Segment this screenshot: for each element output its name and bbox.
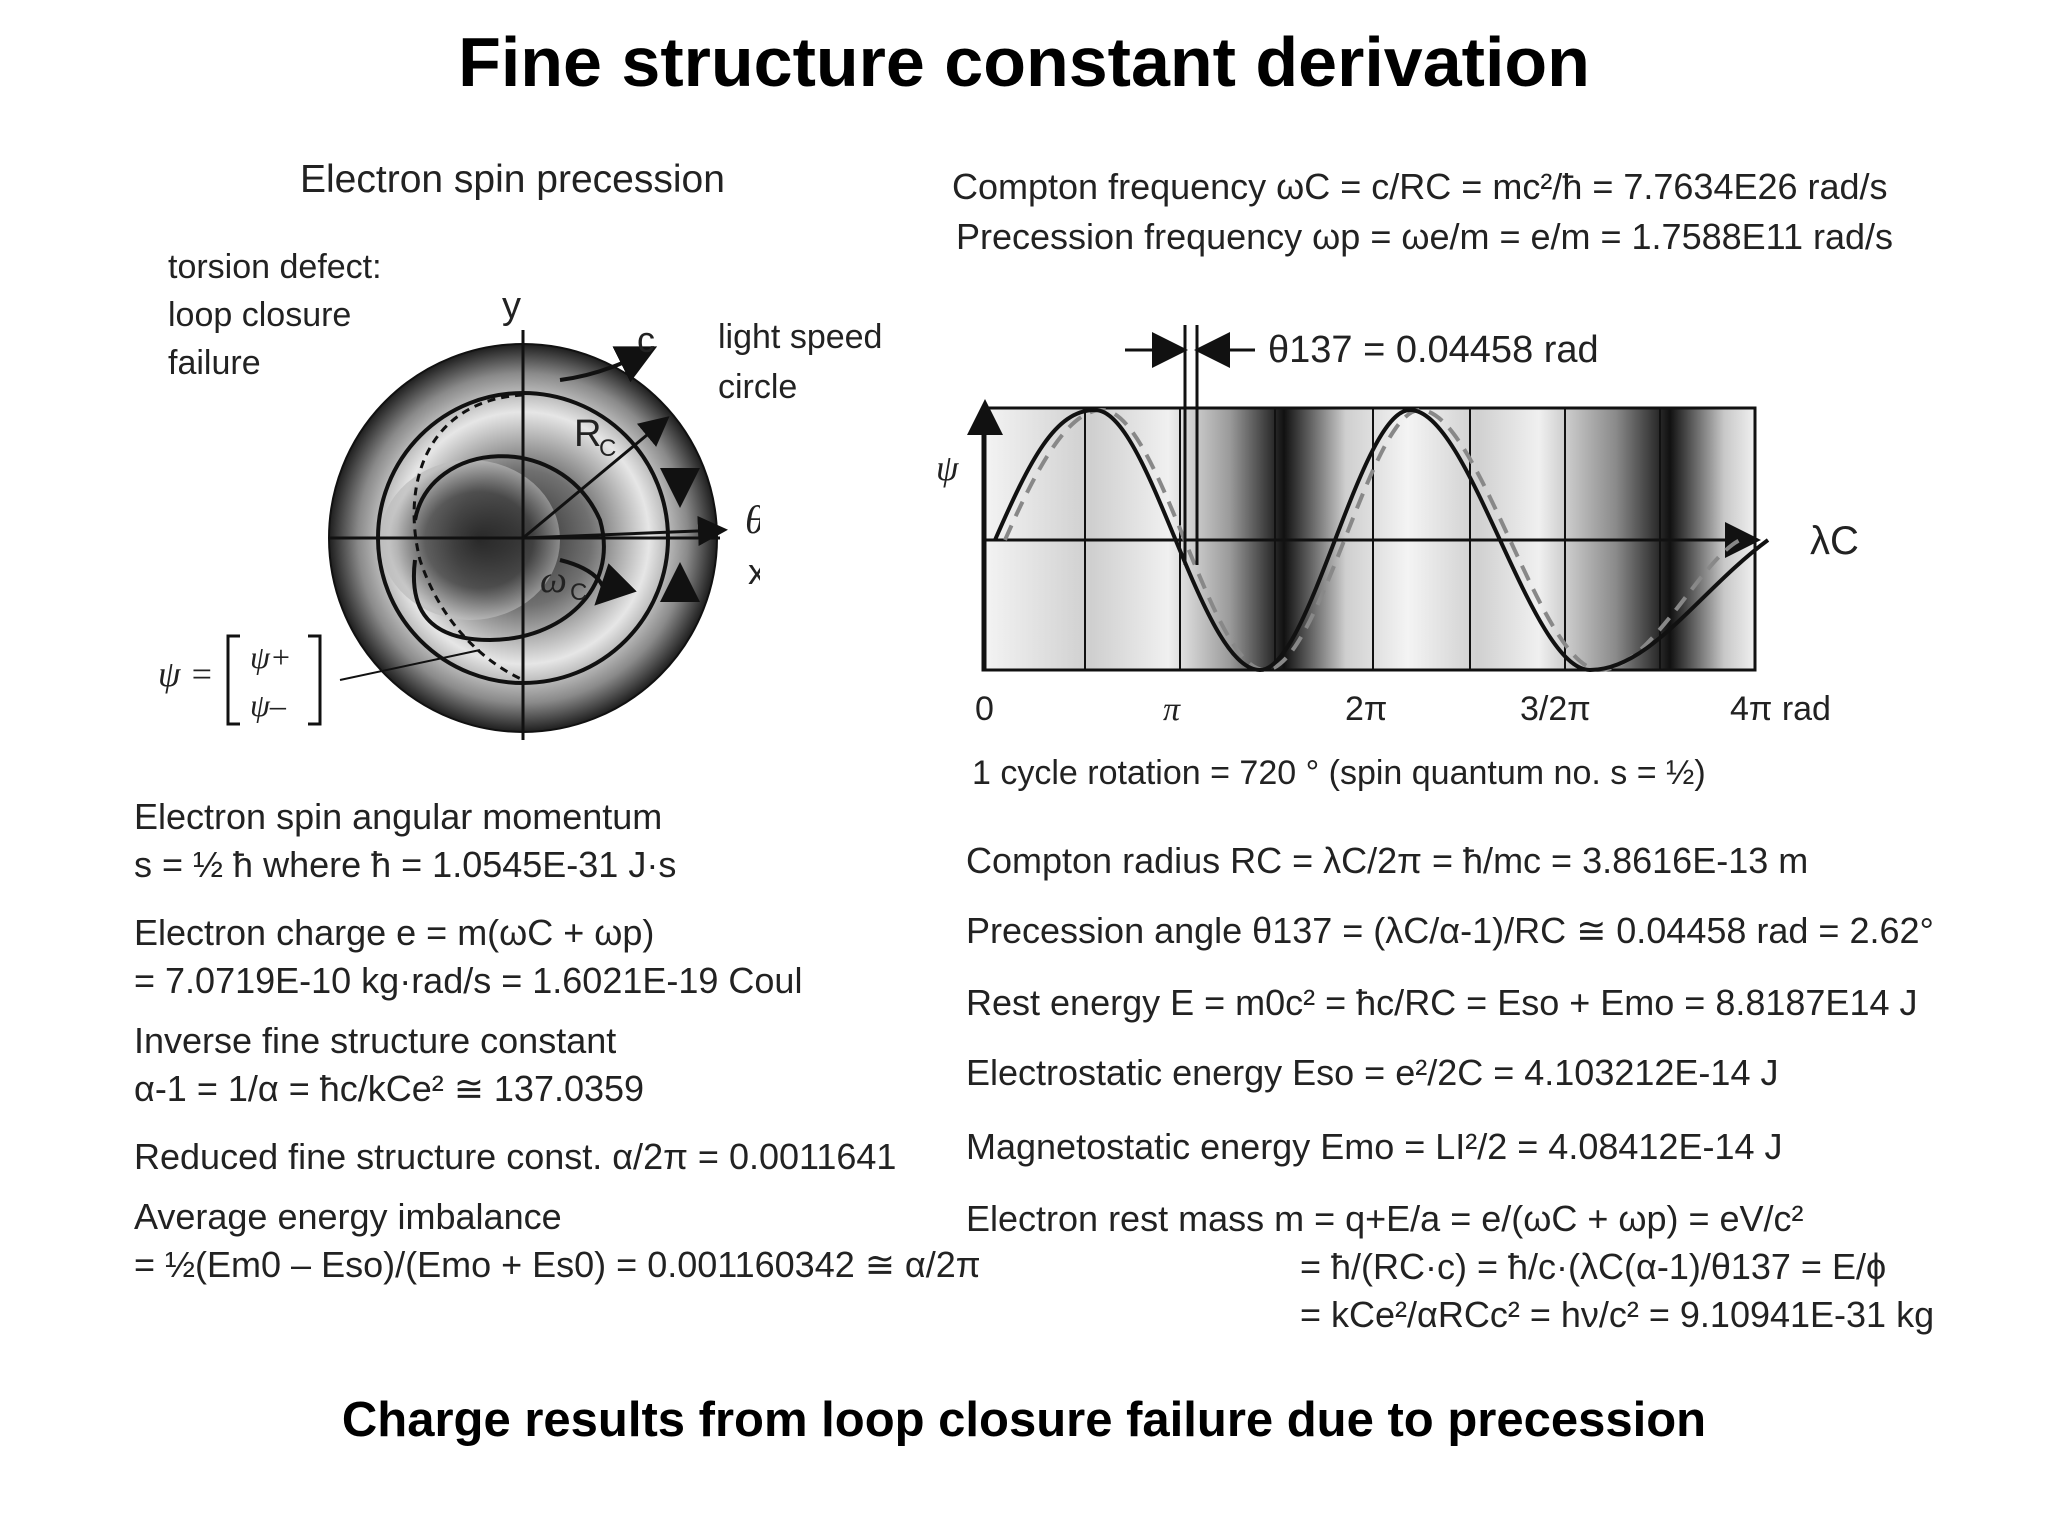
theta-ray (522, 515, 728, 546)
left-eq-5: Inverse fine structure constant (134, 1020, 617, 1061)
right-eq-8: = kCe²/αRCc² = hν/c² = 9.10941E-31 kg (1300, 1294, 1935, 1335)
theta-annotation: θ137 = 0.04458 rad (1268, 329, 1599, 371)
spin-precession-diagram: y c R C θ 137 x ω C ψ = ψ+ ψ– (158, 285, 760, 740)
rc-arrow (522, 416, 670, 540)
c-arrow (559, 346, 658, 383)
right-eq-6: Electron rest mass m = q+E/a = e/(ωC + ω… (966, 1198, 1804, 1239)
psi-pointer-line (339, 649, 481, 681)
page-title: Fine structure constant derivation (458, 23, 1590, 101)
c-label: c (637, 319, 655, 360)
right-eq-5: Magnetostatic energy Emo = LI²/2 = 4.084… (966, 1126, 1783, 1167)
right-eq-2: Precession angle θ137 = (λC/α-1)/RC ≅ 0.… (966, 910, 1934, 951)
inner-shadow (380, 460, 560, 620)
tick-pi: π (1163, 691, 1181, 728)
tick-0: 0 (975, 690, 994, 728)
wave-diagram: θ137 = 0.04458 rad ψ λC 0 π 2π 3/2π 4π r… (936, 325, 1859, 792)
torsion-label-2: loop closure (168, 296, 352, 334)
psi-axis-label: ψ (936, 448, 959, 488)
psi-bracket-left (226, 634, 240, 726)
x-axis-label: x (748, 551, 760, 592)
precessing-wave (993, 407, 1770, 673)
spin-precession-heading: Electron spin precession (300, 158, 725, 201)
right-eq-1: Compton radius RC = λC/2π = ħ/mc = 3.861… (966, 840, 1809, 881)
light-speed-circle (376, 391, 670, 685)
omega-label: ω (540, 559, 567, 601)
omega-sub: C (570, 579, 587, 606)
left-eq-2: s = ½ ħ where ħ = 1.0545E-31 J·s (134, 844, 677, 885)
tick-4pi: 4π rad (1730, 690, 1831, 728)
tick-2pi: 2π (1345, 690, 1387, 728)
right-eq-3: Rest energy E = m0c² = ħc/RC = Eso + Emo… (966, 982, 1918, 1023)
psi-minus: ψ– (250, 687, 287, 723)
y-axis-label: y (502, 285, 521, 327)
right-eq-4: Electrostatic energy Eso = e²/2C = 4.103… (966, 1052, 1779, 1093)
left-eq-6: α-1 = 1/α = ħc/kCe² ≅ 137.0359 (134, 1068, 645, 1109)
tick-3-2pi: 3/2π (1520, 690, 1591, 728)
psi-bracket-right (308, 634, 322, 726)
left-eq-3: Electron charge e = m(ωC + ωp) (134, 912, 655, 953)
lambda-label: λC (1810, 519, 1859, 563)
precession-frequency-line: Precession frequency ωp = ωe/m = e/m = 1… (956, 216, 1894, 257)
left-eq-7: Reduced fine structure const. α/2π = 0.0… (134, 1136, 897, 1177)
light-speed-label-1: light speed (718, 318, 883, 356)
rc-label: R (574, 413, 601, 455)
left-eq-4: = 7.0719E-10 kg·rad/s = 1.6021E-19 Coul (134, 960, 803, 1001)
psi-plus: ψ+ (250, 639, 291, 675)
psi-label: ψ = (158, 654, 214, 694)
bottom-caption: Charge results from loop closure failure… (341, 1393, 1707, 1447)
cycle-note: 1 cycle rotation = 720 ° (spin quantum n… (972, 754, 1706, 792)
right-eq-7: = ħ/(RC·c) = ħ/c·(λC(α-1)/θ137 = E/ϕ (1300, 1246, 1887, 1287)
torsion-label-3: failure (168, 344, 261, 382)
left-eq-1: Electron spin angular momentum (134, 796, 663, 837)
omega-arrow (559, 558, 637, 606)
light-speed-label-2: circle (718, 368, 798, 406)
torsion-label-1: torsion defect: (168, 248, 382, 286)
theta-label: θ (745, 497, 760, 542)
rc-sub: C (599, 435, 616, 462)
compton-frequency-line: Compton frequency ωC = c/RC = mc²/ħ = 7.… (952, 166, 1888, 207)
left-eq-8: Average energy imbalance (134, 1196, 562, 1237)
left-eq-9: = ½(Em0 – Eso)/(Emo + Es0) = 0.001160342… (134, 1244, 981, 1285)
